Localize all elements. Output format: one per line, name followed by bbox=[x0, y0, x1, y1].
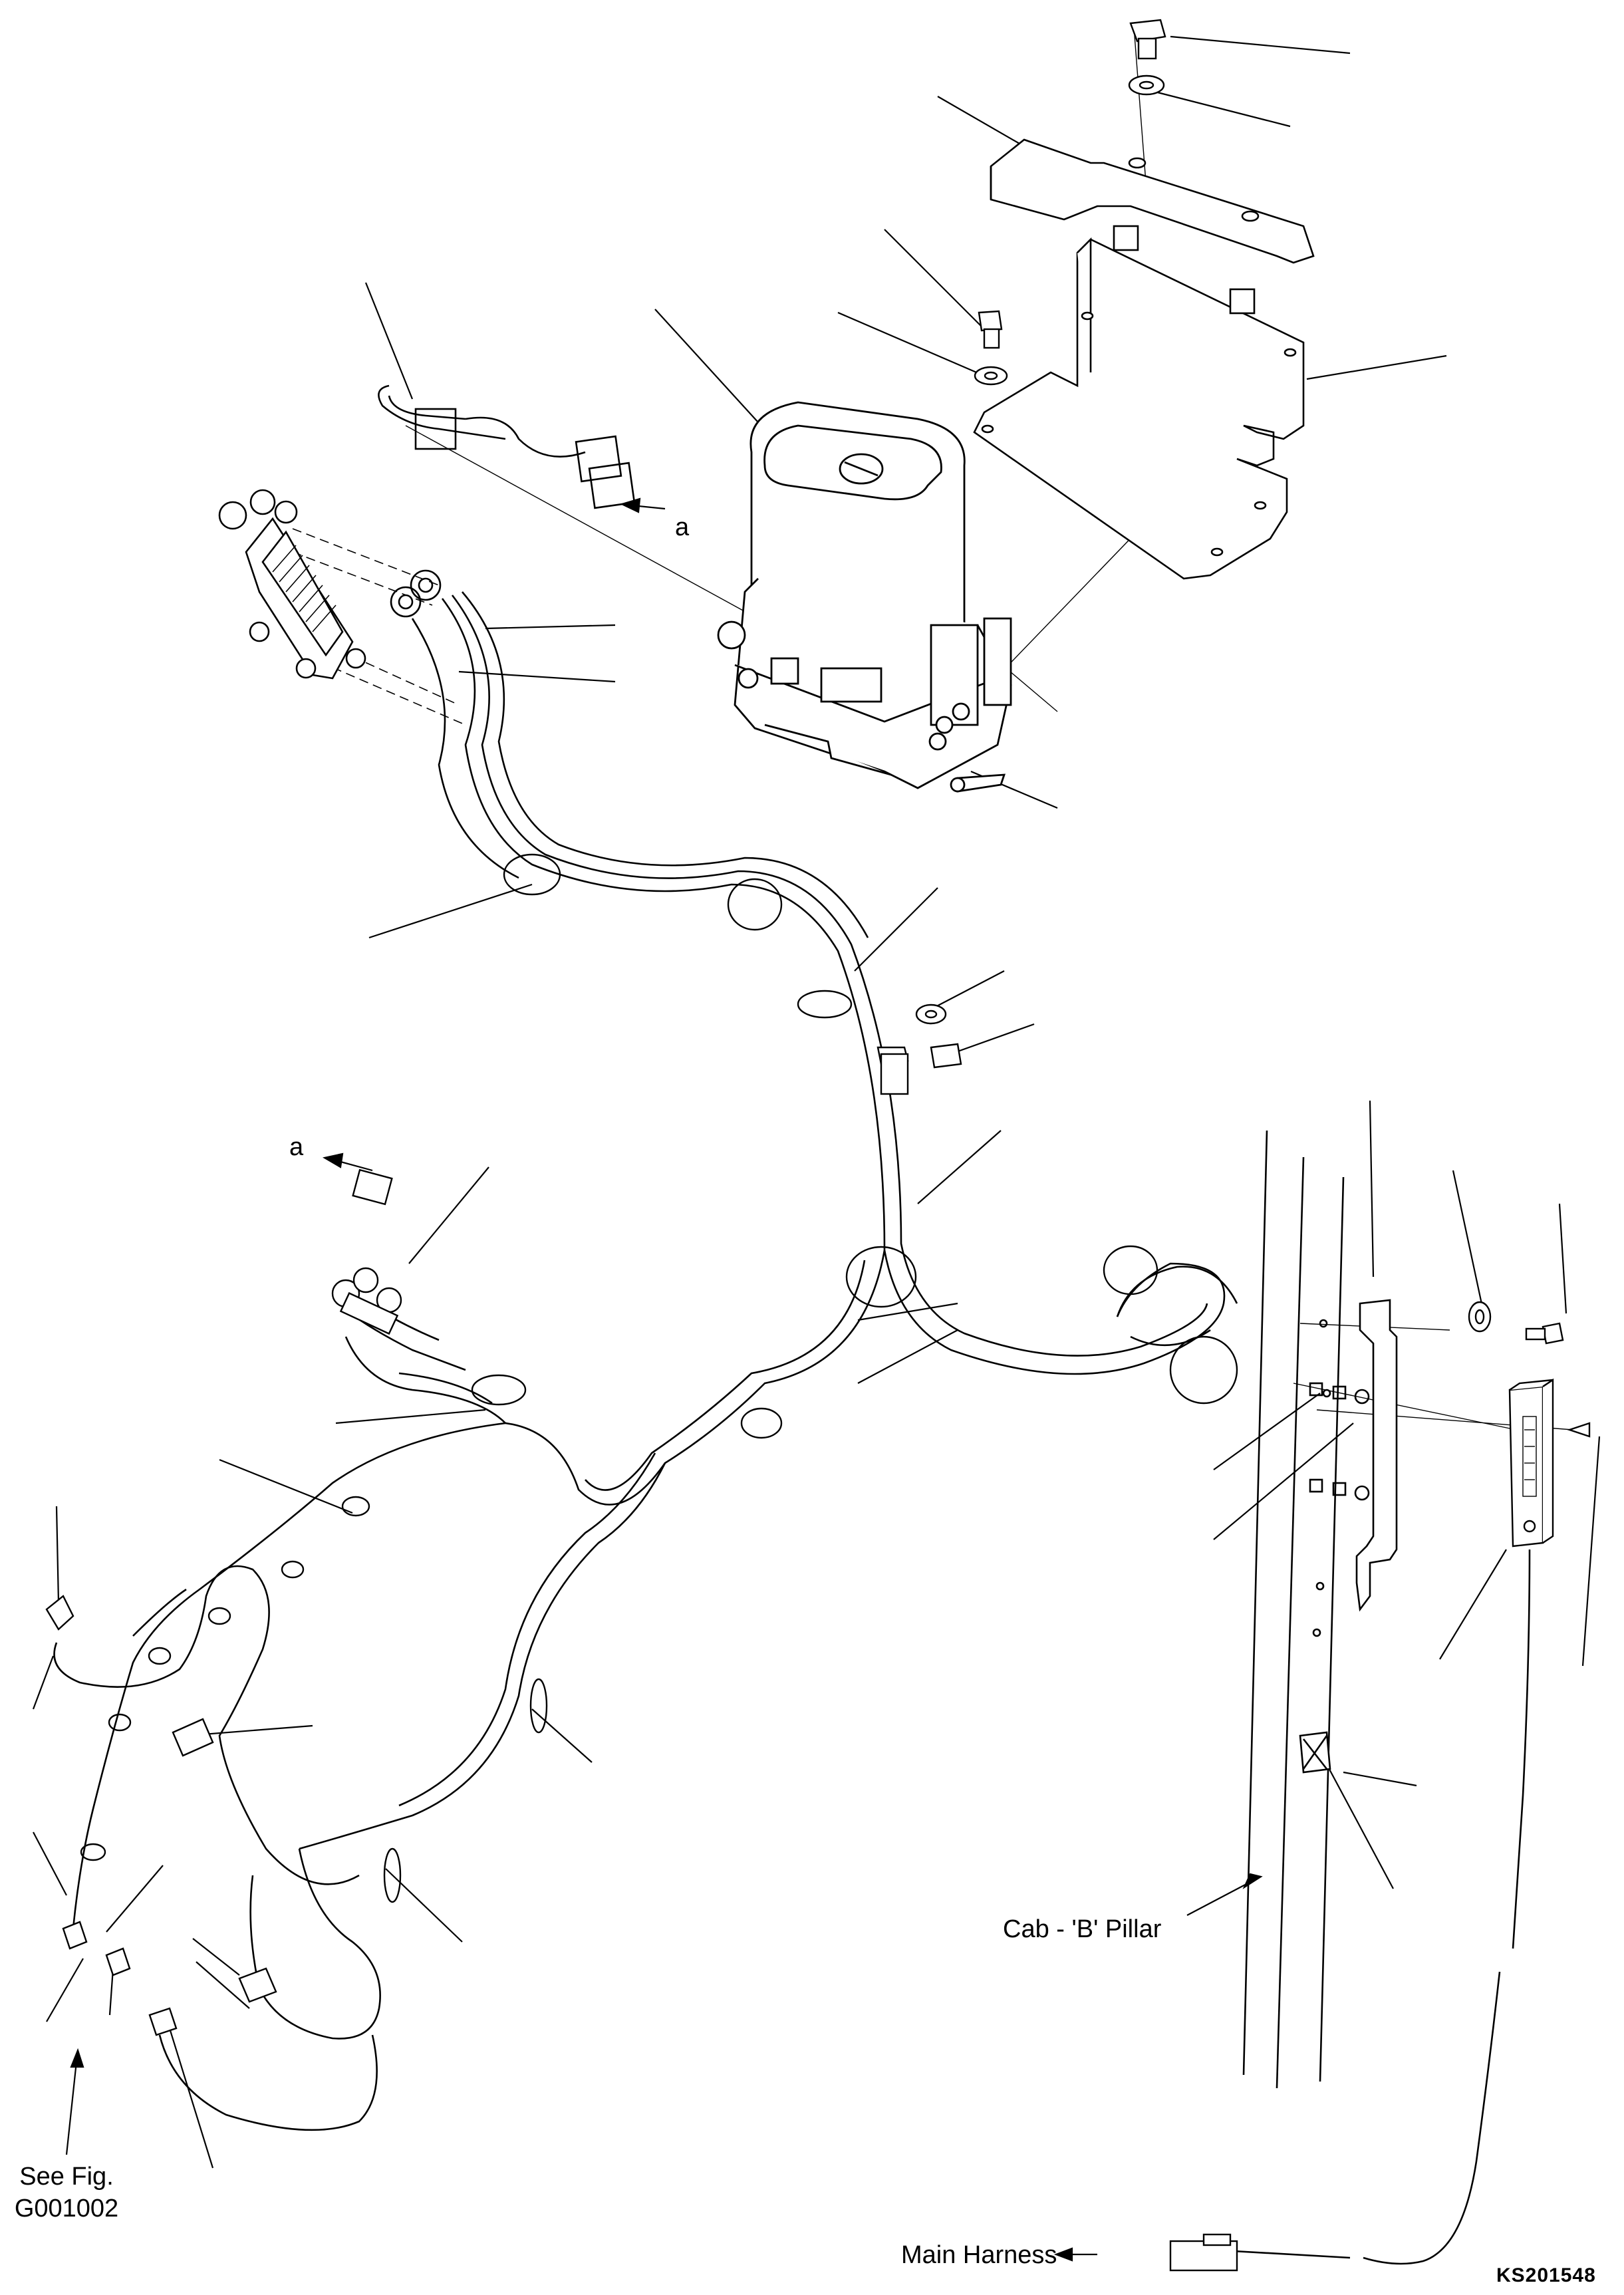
lube-pump bbox=[717, 401, 1012, 793]
cab-pillar-label: Cab - 'B' Pillar bbox=[1003, 1915, 1162, 1943]
top-hardware bbox=[974, 19, 1166, 386]
upper-cover-bracket bbox=[990, 138, 1315, 264]
ref-letter-a-upper: a bbox=[675, 513, 690, 541]
hoses-harness bbox=[53, 384, 1531, 2265]
arrows bbox=[65, 497, 1263, 2262]
connectors-fittings bbox=[45, 1004, 1238, 2272]
cab-b-pillar bbox=[1242, 1130, 1398, 2089]
main-harness-label: Main Harness bbox=[901, 2241, 1057, 2269]
harness-clamps bbox=[80, 853, 1238, 1903]
see-figure-reference: See Fig. G001002 bbox=[0, 2161, 133, 2225]
distribution-block bbox=[218, 489, 366, 680]
pump-mounting-bracket bbox=[973, 225, 1305, 580]
pillar-hardware bbox=[1468, 1301, 1591, 1548]
ref-letter-a-lower: a bbox=[289, 1133, 304, 1161]
leader-lines bbox=[32, 26, 1601, 2169]
see-figure-line2: G001002 bbox=[14, 2194, 119, 2223]
see-figure-line1: See Fig. bbox=[19, 2163, 114, 2191]
drawing-id: KS201548 bbox=[1496, 2264, 1596, 2286]
